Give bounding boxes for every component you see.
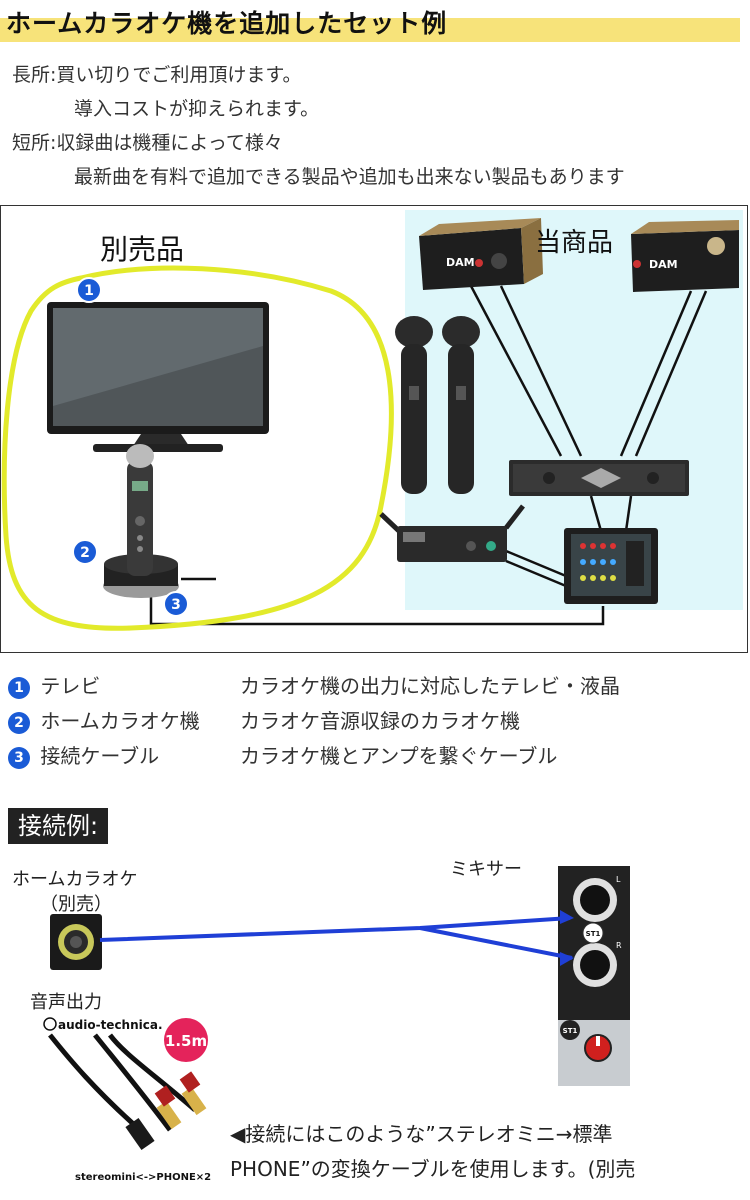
demerit-line1: 収録曲は機種によって様々 bbox=[56, 132, 283, 154]
legend-name-cable: 接続ケーブル bbox=[40, 744, 160, 768]
speaker-right-icon: DAM bbox=[631, 220, 739, 292]
legend-desc-cable: カラオケ機とアンプを繋ぐケーブル bbox=[240, 744, 558, 768]
connection-diagram-svg: ST1 L R ST1 audio-technica. 1.5m stereom… bbox=[43, 866, 630, 1183]
merit-row: 長所:買い切りでご利用頂けます。 bbox=[12, 60, 302, 87]
speaker-left-icon: DAM bbox=[419, 218, 543, 290]
demerit-line2: 最新曲を有料で追加できる製品や追加も出来ない製品もあります bbox=[74, 166, 625, 188]
svg-text:1: 1 bbox=[84, 283, 94, 299]
mixer-r-label: R bbox=[616, 941, 622, 950]
page-title: ホームカラオケ機を追加したセット例 bbox=[6, 9, 448, 38]
demerit-label: 短所: bbox=[12, 132, 57, 154]
wireless-mic-icon-2 bbox=[442, 316, 480, 494]
tv-icon bbox=[47, 302, 269, 452]
arrow-head-r bbox=[560, 952, 574, 966]
setup-diagram-svg: DAM DAM bbox=[1, 218, 739, 631]
audio-output-label: 音声出力 bbox=[30, 992, 102, 1013]
merit-label: 長所: bbox=[12, 64, 57, 86]
speaker-right-cable bbox=[619, 290, 693, 457]
cable-note-line1: ◀接続にはこのような”ステレオミニ→標準 bbox=[230, 1122, 613, 1146]
home-karaoke-icon bbox=[103, 444, 179, 598]
speaker-left-cable-2 bbox=[499, 285, 583, 457]
legend-desc-tv: カラオケ機の出力に対応したテレビ・液晶 bbox=[240, 674, 620, 698]
amp-mixer-cable-2 bbox=[624, 495, 633, 532]
connection-section-title: 接続例: bbox=[8, 808, 109, 844]
receiver-mixer-cable-2 bbox=[505, 559, 567, 588]
karaoke-mixer-cable bbox=[149, 596, 605, 626]
speaker-left-cable bbox=[469, 285, 563, 457]
arrow-head-l bbox=[560, 910, 574, 924]
audio-technica-logo: audio-technica. bbox=[43, 1017, 163, 1032]
legend-badge-3: 3 bbox=[8, 746, 30, 769]
svg-text:3: 3 bbox=[171, 597, 181, 613]
cable-note-line2: PHONE”の変換ケーブルを使用します。(別売 bbox=[230, 1157, 636, 1181]
mixer-icon bbox=[564, 528, 658, 604]
wireless-mic-icon-1 bbox=[395, 316, 433, 494]
included-products-label: 当商品 bbox=[535, 228, 614, 258]
wireless-receiver-icon bbox=[379, 504, 525, 562]
power-amplifier-icon bbox=[509, 460, 689, 496]
mixer-st1-top: ST1 bbox=[586, 930, 601, 938]
legend-item-tv: 1 テレビ bbox=[8, 670, 100, 699]
amp-mixer-cable bbox=[589, 495, 603, 532]
stereo-mini-phone-cable-icon bbox=[48, 1033, 207, 1151]
length-text: 1.5m bbox=[165, 1032, 207, 1050]
svg-text:2: 2 bbox=[80, 545, 90, 561]
legend-badge-2: 2 bbox=[8, 711, 30, 734]
legend-item-karaoke: 2 ホームカラオケ機 bbox=[8, 705, 200, 734]
separate-products-label: 別売品 bbox=[100, 233, 185, 266]
mixer-st1-bottom: ST1 bbox=[563, 1027, 578, 1035]
cable-caption: stereomini<->PHONE×2 bbox=[75, 1172, 211, 1183]
mixer-l-label: L bbox=[616, 875, 621, 884]
legend-item-cable: 3 接続ケーブル bbox=[8, 740, 159, 769]
brand-label: audio-technica. bbox=[58, 1018, 163, 1032]
demerit-row: 短所:収録曲は機種によって様々 bbox=[12, 128, 283, 155]
speaker-right-brand: DAM bbox=[649, 258, 678, 271]
badge-2: 2 bbox=[72, 539, 98, 565]
mixer-label: ミキサー bbox=[450, 859, 522, 880]
speaker-right-cable-2 bbox=[634, 290, 708, 457]
badge-3: 3 bbox=[163, 591, 189, 617]
home-karaoke-separate-note: （別売） bbox=[40, 894, 112, 915]
separate-products-outline bbox=[1, 265, 394, 631]
page-title-bar: ホームカラオケ機を追加したセット例 bbox=[0, 0, 750, 48]
setup-diagram: DAM DAM bbox=[0, 205, 748, 653]
legend-badge-1: 1 bbox=[8, 676, 30, 699]
speaker-left-brand: DAM bbox=[446, 256, 475, 269]
merit-line2: 導入コストが抑えられます。 bbox=[74, 98, 320, 120]
legend-desc-karaoke: カラオケ音源収録のカラオケ機 bbox=[240, 709, 520, 733]
connection-cable bbox=[99, 916, 573, 960]
cable-lines bbox=[149, 285, 708, 626]
title-highlight bbox=[0, 18, 740, 42]
audio-jack-icon bbox=[50, 914, 102, 970]
mixer-panel-icon: ST1 L R ST1 bbox=[558, 866, 630, 1086]
legend-name-tv: テレビ bbox=[40, 674, 101, 698]
receiver-mixer-cable bbox=[505, 549, 567, 578]
length-badge: 1.5m bbox=[164, 1018, 208, 1062]
home-karaoke-label: ホームカラオケ bbox=[12, 869, 138, 890]
legend-name-karaoke: ホームカラオケ機 bbox=[40, 709, 200, 733]
merit-line1: 買い切りでご利用頂けます。 bbox=[56, 64, 302, 86]
badge-1: 1 bbox=[76, 277, 102, 303]
